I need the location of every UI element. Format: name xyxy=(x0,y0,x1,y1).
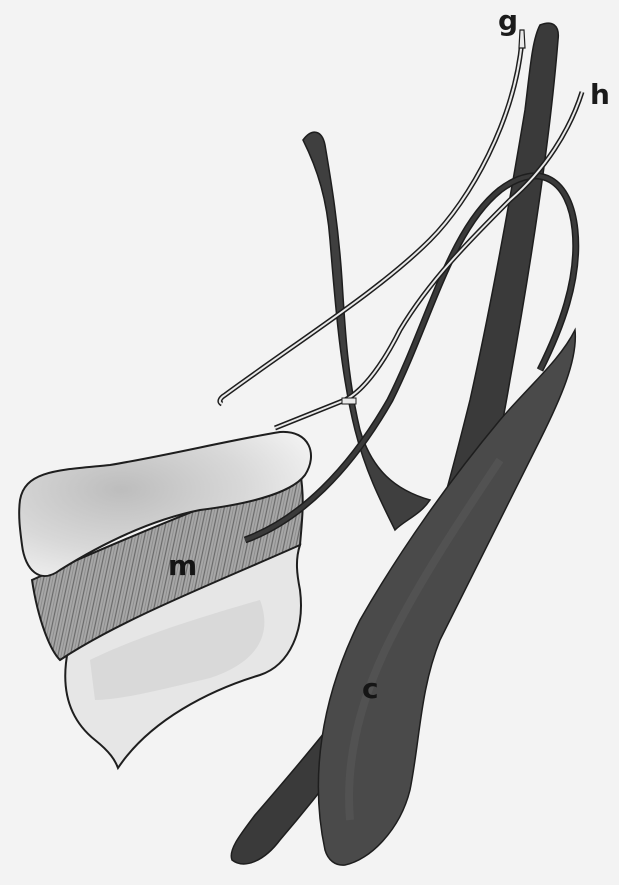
muscle-c xyxy=(318,330,575,865)
label-m: m xyxy=(168,549,197,582)
branch-vessel-left xyxy=(303,132,430,530)
label-h: h xyxy=(590,78,610,111)
crossing-mark xyxy=(342,398,356,404)
label-g: g xyxy=(498,4,518,37)
label-c: c xyxy=(362,672,379,705)
